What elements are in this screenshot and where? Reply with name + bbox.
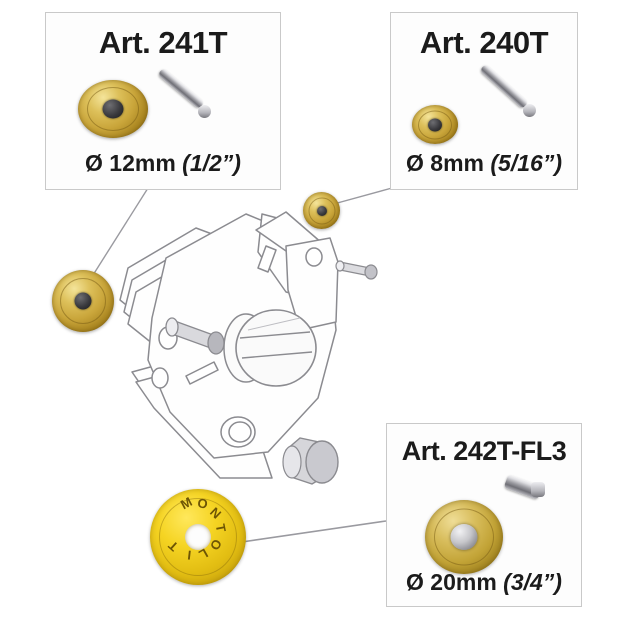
leader-line-241t xyxy=(87,187,149,284)
knurled-adjustment-knob xyxy=(223,309,317,387)
panel-241t-dimension: Ø 12mm (1/2”) xyxy=(46,150,280,177)
panel-240t-title: Art. 240T xyxy=(419,25,549,60)
wheel-ring xyxy=(418,110,452,139)
wheel-ring xyxy=(87,87,139,131)
lower-plate-2 xyxy=(135,369,273,479)
pivot-hole-right xyxy=(305,247,323,267)
wheel-hub xyxy=(450,524,478,550)
wheel-hub xyxy=(74,292,92,310)
panel-240t: Art. 240T Ø 8mm (5/16”) xyxy=(390,12,578,190)
panel-242t-bushing xyxy=(503,468,547,504)
wheel-seat-hole-inner xyxy=(228,421,252,443)
dimension-metric: Ø 8mm xyxy=(406,150,484,176)
wheel-12mm-on-machine xyxy=(52,270,114,332)
dimension-imperial: (5/16”) xyxy=(490,150,562,176)
mounting-bracket-plate xyxy=(147,213,337,459)
panel-241t-title: Art. 241T xyxy=(98,25,228,60)
grip-knob xyxy=(282,437,339,485)
dimension-imperial: (3/4”) xyxy=(503,569,562,595)
panel-240t-pin xyxy=(469,56,539,118)
dimension-metric: Ø 12mm xyxy=(85,150,176,176)
dimension-metric: Ø 20mm xyxy=(406,569,497,595)
panel-242t-fl3: Art. 242T-FL3 Ø 20mm (3/4”) xyxy=(386,423,582,607)
wheel-seat-hole xyxy=(220,416,256,448)
wheel-bore xyxy=(185,524,211,550)
rear-plate-2 xyxy=(123,239,241,345)
arm-slot-upper xyxy=(257,245,277,273)
panel-242t-wheel xyxy=(425,500,503,574)
lower-plate-1 xyxy=(131,359,269,471)
wheel-ring xyxy=(308,197,335,224)
wheel-ring xyxy=(159,498,237,576)
wheel-8mm-on-machine xyxy=(303,192,340,229)
right-wing-plate xyxy=(285,237,339,331)
wheel-ring xyxy=(60,278,106,324)
rear-plate-3 xyxy=(127,251,245,357)
wheel-hub xyxy=(102,99,124,119)
pivot-hole-lowerleft xyxy=(151,367,169,389)
rear-plate-1 xyxy=(119,227,237,333)
panel-241t: Art. 241T Ø 12mm (1/2”) xyxy=(45,12,281,190)
brand-letter: O xyxy=(196,495,209,512)
dimension-imperial: (1/2”) xyxy=(182,150,241,176)
panel-242t-fl3-dimension: Ø 20mm (3/4”) xyxy=(387,569,581,596)
wheel-hub xyxy=(316,205,327,216)
leader-line-242t xyxy=(227,520,387,545)
arm-slot-lower xyxy=(185,361,219,385)
panel-240t-wheel xyxy=(412,105,458,144)
leader-line-240t xyxy=(329,187,393,206)
loose-axle-pin xyxy=(335,260,378,280)
pivot-pin xyxy=(165,317,225,355)
pivot-hole-left xyxy=(158,326,178,350)
panel-241t-pin xyxy=(150,57,212,119)
panel-240t-dimension: Ø 8mm (5/16”) xyxy=(391,150,577,177)
wheel-ring xyxy=(434,508,494,566)
wheel-hub xyxy=(428,118,442,131)
panel-242t-fl3-title: Art. 242T-FL3 xyxy=(401,436,567,466)
panel-241t-wheel xyxy=(78,80,148,138)
